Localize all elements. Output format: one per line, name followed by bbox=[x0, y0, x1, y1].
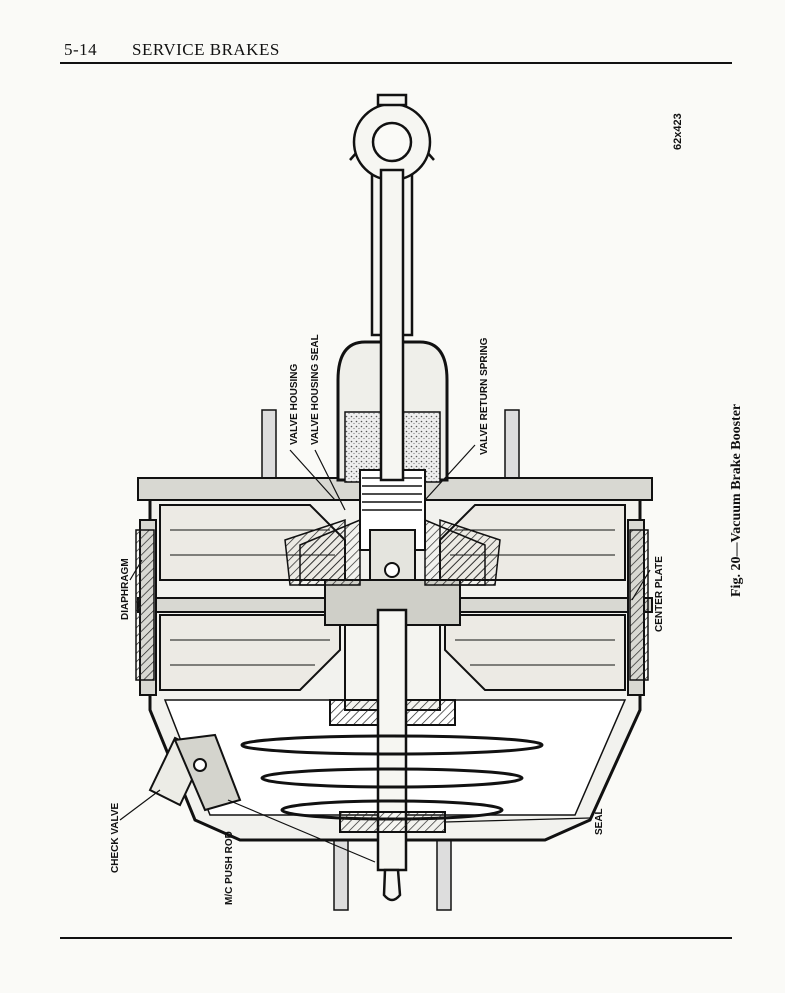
page-header: 5-14 SERVICE BRAKES bbox=[64, 40, 724, 64]
diaphragm-plates bbox=[159, 504, 626, 691]
label-valve-housing: VALVE HOUSING bbox=[289, 363, 300, 445]
figure-code: 62x423 bbox=[672, 113, 684, 150]
input-push-rod bbox=[349, 93, 435, 482]
label-valve-housing-seal: VALVE HOUSING SEAL bbox=[310, 334, 321, 445]
footer-rule bbox=[60, 937, 732, 939]
label-diaphragm: DIAPHRAGM bbox=[120, 558, 131, 620]
mounting-studs bbox=[261, 409, 520, 911]
label-mc-push-rod: M/C PUSH ROD bbox=[224, 831, 235, 905]
page-number: 5-14 bbox=[64, 40, 98, 59]
header-rule bbox=[60, 62, 732, 64]
section-title: SERVICE BRAKES bbox=[132, 40, 280, 59]
check-valve-drawing bbox=[148, 733, 242, 812]
central-hub bbox=[324, 579, 461, 726]
figure-caption: Fig. 20—Vacuum Brake Booster bbox=[729, 403, 744, 597]
label-seal: SEAL bbox=[594, 808, 605, 835]
label-center-plate: CENTER PLATE bbox=[654, 556, 665, 632]
label-valve-return-spring: VALVE RETURN SPRING bbox=[479, 337, 490, 455]
label-check-valve: CHECK VALVE bbox=[110, 802, 121, 873]
